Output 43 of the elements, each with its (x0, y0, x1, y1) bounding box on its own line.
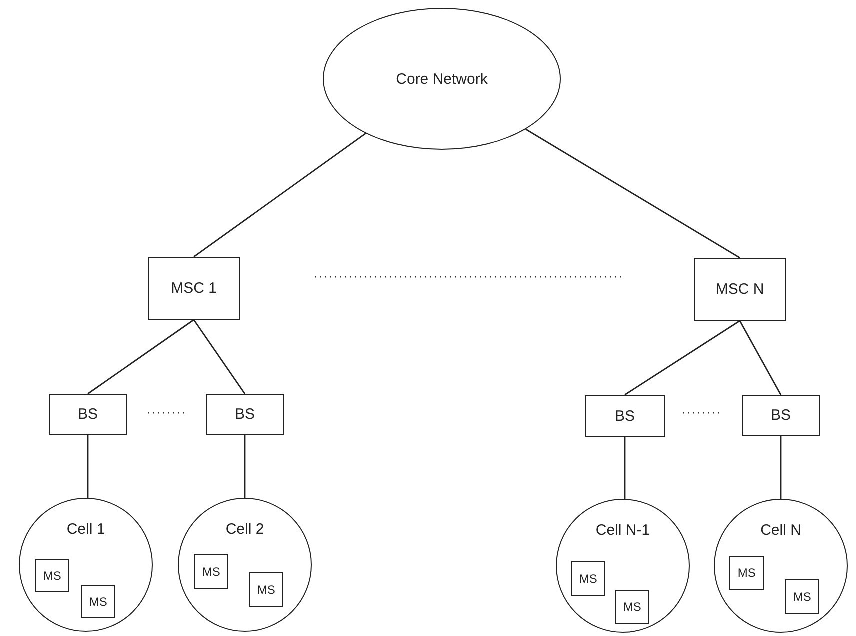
connector-line (780, 436, 782, 499)
connector-line (624, 320, 740, 396)
node-label: BS (614, 408, 635, 424)
node-label: MS (738, 566, 756, 580)
bs-box (49, 394, 127, 435)
node-label: MS (257, 582, 276, 597)
bs-box (206, 394, 284, 435)
ms-box (249, 572, 284, 608)
cell-label: Cell N (760, 522, 802, 539)
cell-label: Cell N-1 (594, 522, 652, 539)
ms-box (35, 559, 70, 592)
connector-line (88, 319, 194, 395)
ms-box (194, 554, 228, 590)
ms-box (729, 556, 764, 590)
bs-box (742, 395, 820, 436)
node-label: MS (89, 594, 108, 609)
bs-box (585, 395, 665, 437)
node-label: BS (770, 407, 791, 424)
connector-line (526, 128, 740, 259)
node-label: BS (234, 406, 255, 423)
connector-line (193, 320, 246, 394)
node-label: MS (623, 600, 642, 614)
node-label: MS (793, 590, 812, 604)
node-label: MS (202, 564, 220, 579)
connector-line (739, 320, 782, 396)
msc-box (148, 257, 240, 320)
connector-line (624, 437, 626, 500)
msc-box (694, 258, 786, 321)
cell-label: Cell 1 (66, 521, 106, 538)
node-label: MS (43, 568, 62, 583)
node-label: MSC N (716, 281, 764, 298)
node-label: MS (579, 572, 598, 586)
connector-line (244, 435, 246, 498)
ms-box (571, 561, 606, 596)
cell-label: Cell 2 (224, 521, 266, 538)
connector-line (87, 435, 89, 498)
connector-line (194, 133, 366, 258)
node-label: BS (78, 406, 98, 423)
ms-box (81, 585, 116, 618)
ms-box (615, 590, 650, 624)
node-label: Core Network (396, 70, 488, 88)
ms-box (785, 579, 820, 614)
node-label: MSC 1 (171, 280, 217, 297)
